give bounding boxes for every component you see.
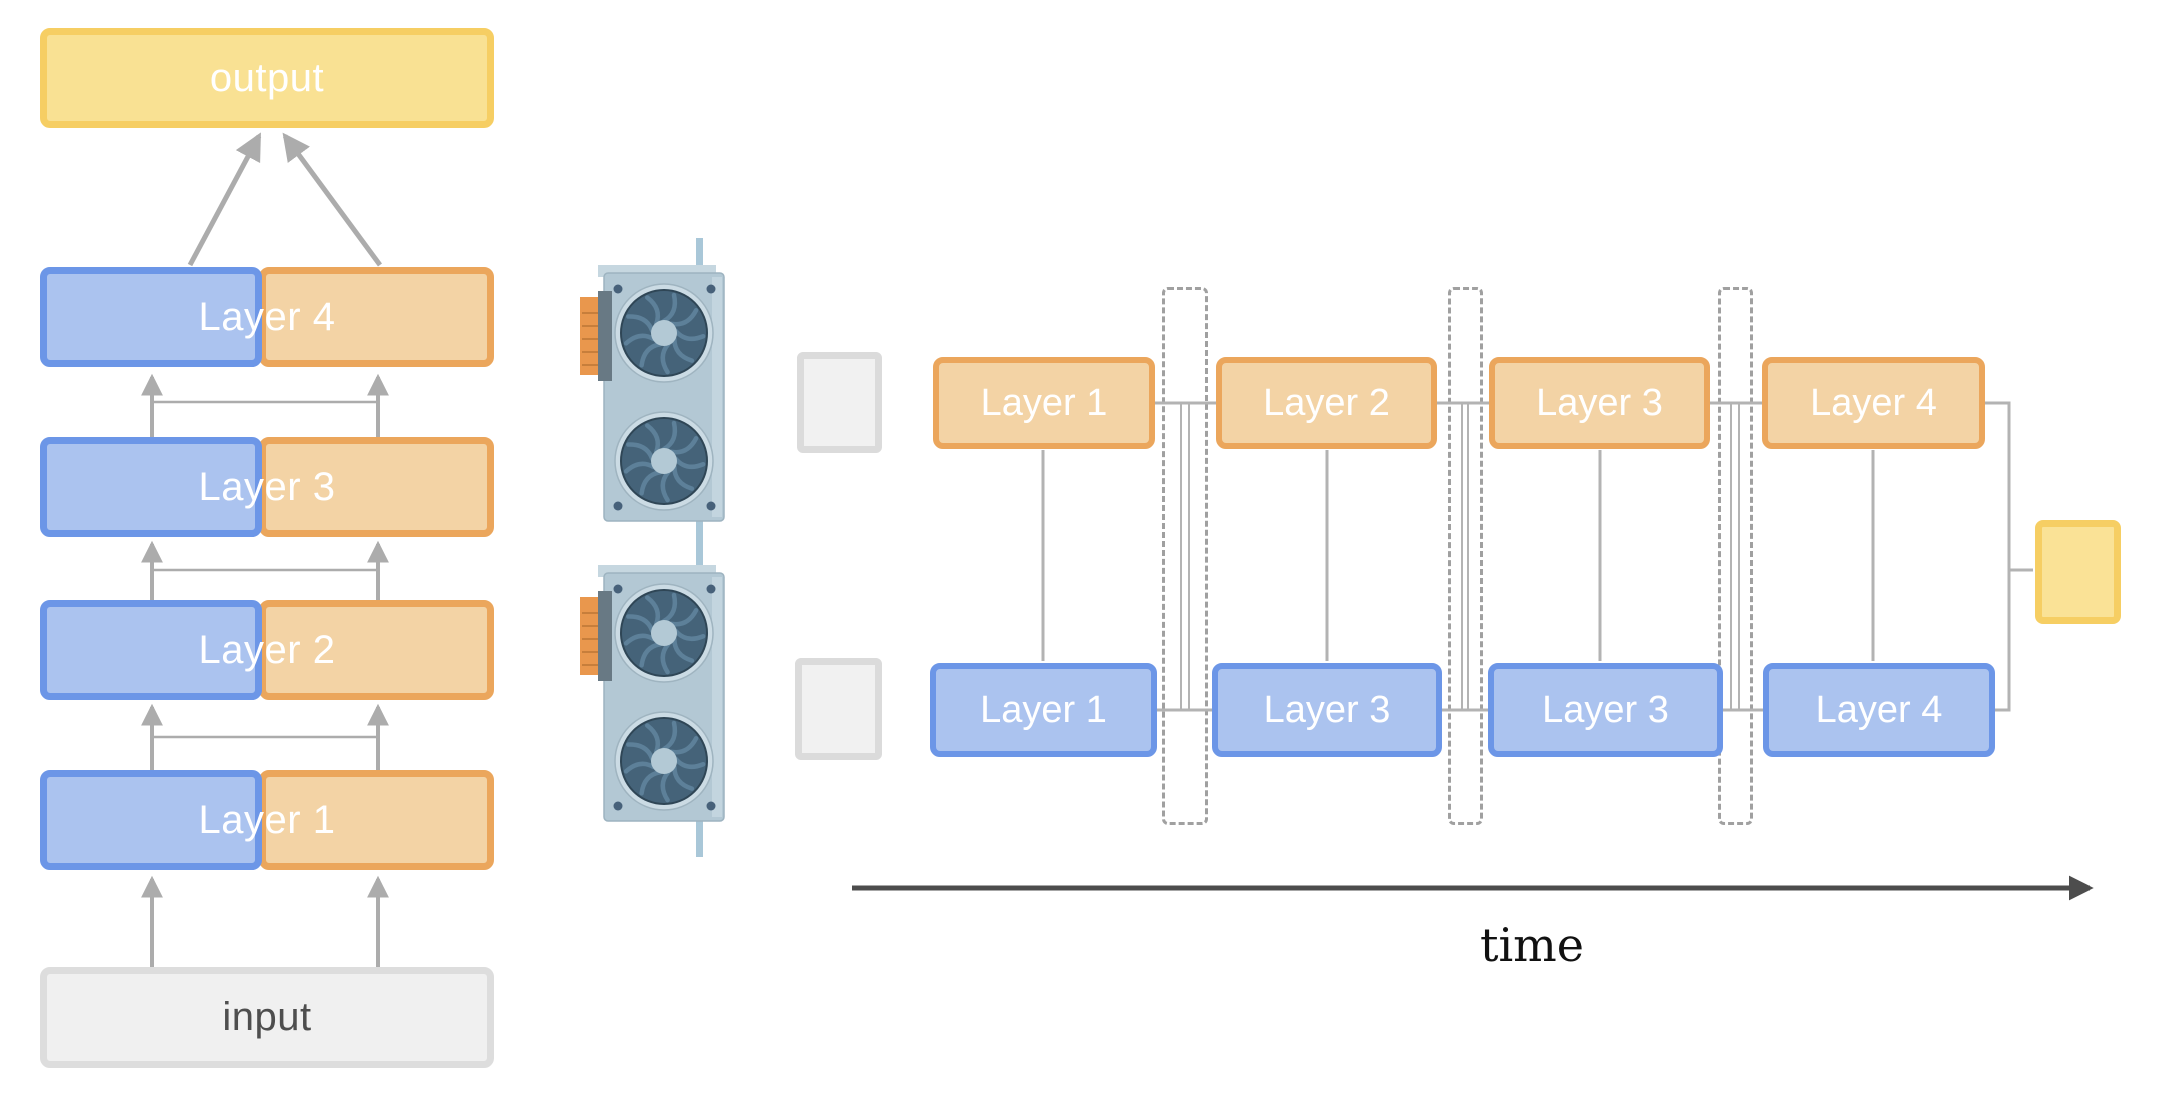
dashed-sync-box bbox=[1718, 287, 1753, 825]
layer-orange-half bbox=[259, 770, 494, 870]
timeline-top-box: Layer 2 bbox=[1216, 357, 1437, 449]
output-box bbox=[40, 28, 494, 128]
layer-orange-half bbox=[259, 267, 494, 367]
layer-blue-half bbox=[40, 770, 262, 870]
gpu-slot-square bbox=[795, 658, 882, 760]
input-box bbox=[40, 967, 494, 1068]
timeline-bottom-box: Layer 3 bbox=[1488, 663, 1723, 757]
timeline-top-box: Layer 1 bbox=[933, 357, 1155, 449]
timeline-bottom-box: Layer 1 bbox=[930, 663, 1157, 757]
dashed-sync-box bbox=[1162, 287, 1208, 825]
layer-blue-half bbox=[40, 267, 262, 367]
gpu-icon bbox=[580, 238, 724, 557]
timeline-top-box: Layer 3 bbox=[1489, 357, 1710, 449]
timeline-top-box: Layer 4 bbox=[1762, 357, 1985, 449]
gpu-icon bbox=[580, 538, 724, 857]
timeline-rails bbox=[1041, 401, 2033, 712]
timeline-bottom-box: Layer 3 bbox=[1212, 663, 1442, 757]
dashed-sync-box bbox=[1448, 287, 1483, 825]
cross-communication-lines bbox=[152, 400, 378, 739]
layer-orange-half bbox=[259, 437, 494, 537]
output-arrows bbox=[187, 132, 383, 267]
sync-pair-lines bbox=[1180, 403, 1740, 710]
inter-layer-arrows bbox=[141, 373, 389, 969]
timeline-output-box bbox=[2035, 520, 2121, 624]
timeline-bottom-box: Layer 4 bbox=[1763, 663, 1995, 757]
layer-orange-half bbox=[259, 600, 494, 700]
layer-blue-half bbox=[40, 437, 262, 537]
gpu-slot-square bbox=[797, 352, 882, 453]
layer-blue-half bbox=[40, 600, 262, 700]
time-label: time bbox=[1479, 918, 1585, 972]
